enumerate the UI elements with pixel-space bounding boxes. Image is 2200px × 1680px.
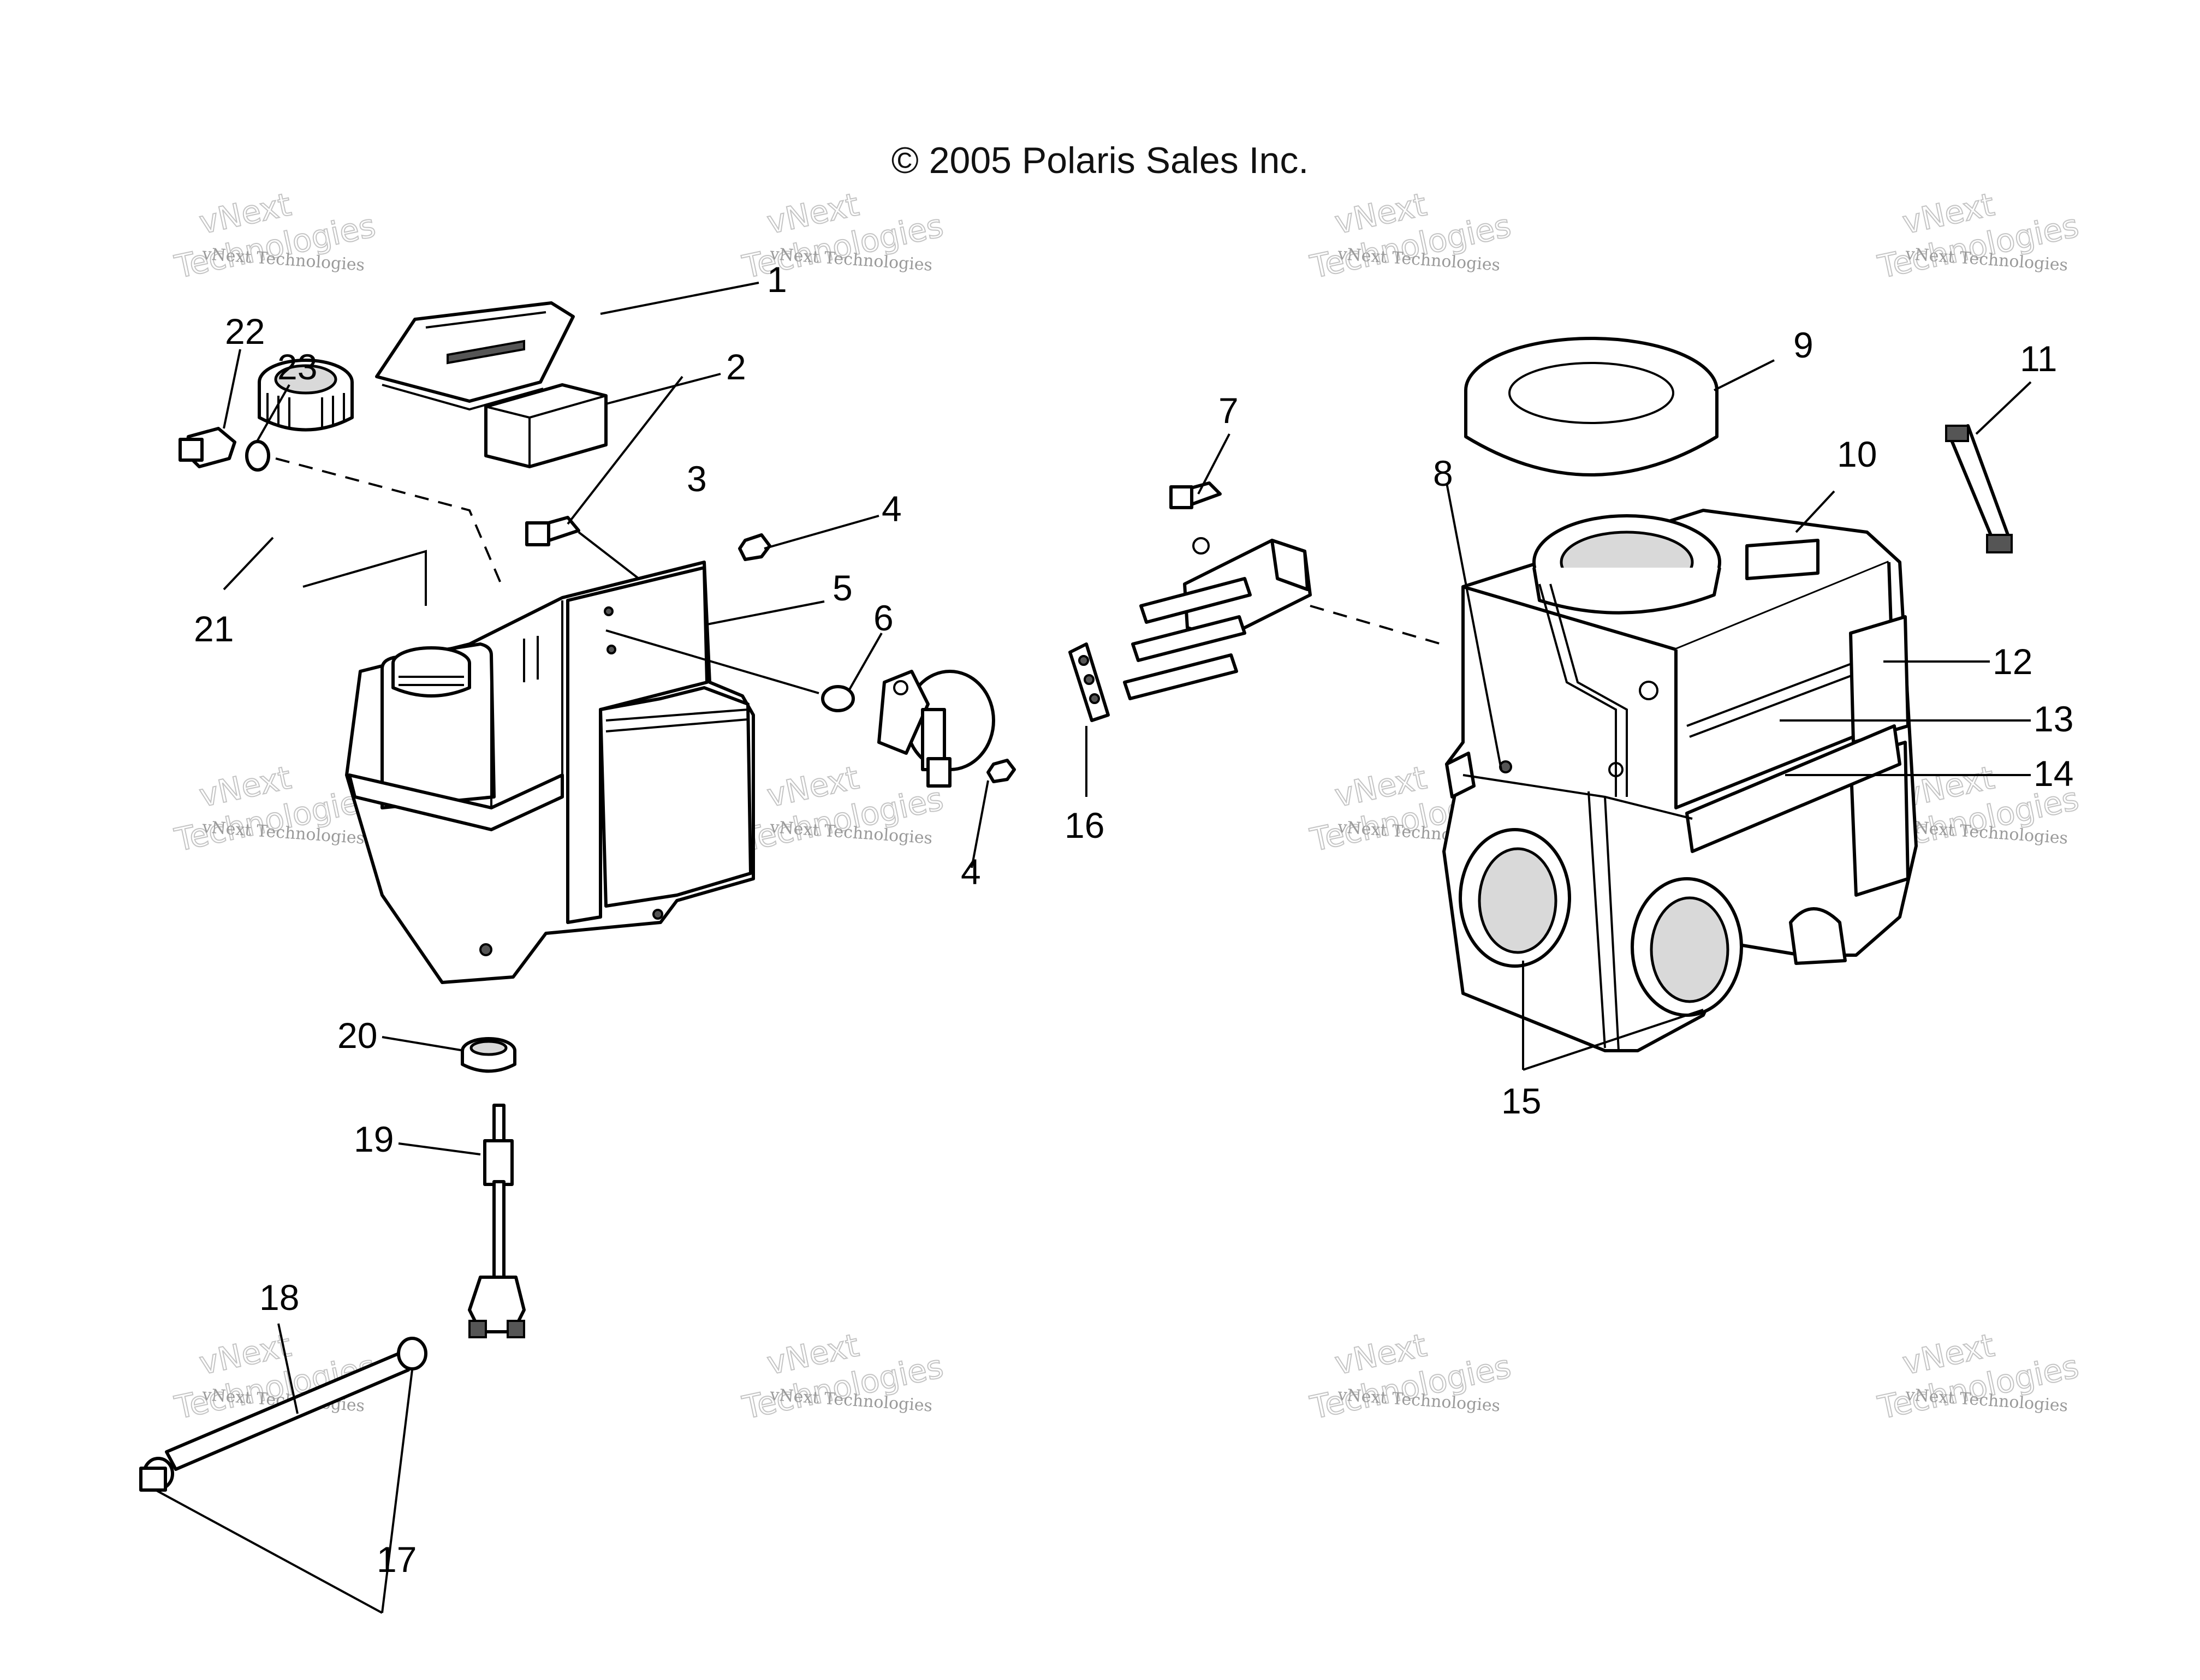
callout-16: 16: [1065, 805, 1104, 845]
part-5-oil-tank: [345, 561, 755, 984]
callout-3: 3: [687, 458, 707, 499]
callout-9: 9: [1793, 325, 1813, 365]
part-16-connector: [1068, 642, 1110, 722]
alignment-line-bracket: [1310, 605, 1442, 645]
callout-10: 10: [1837, 434, 1877, 474]
callout-20: 20: [337, 1015, 377, 1056]
part-6-grommet: [821, 685, 855, 712]
callout-21: 21: [194, 609, 234, 649]
callout-4b: 4: [961, 851, 981, 892]
airbox: [1442, 509, 1918, 1052]
callout-18: 18: [259, 1277, 299, 1318]
callout-7: 7: [1218, 390, 1239, 431]
part-2-foam-block: [484, 383, 608, 468]
part-1-tank-cover: [375, 301, 575, 411]
alignment-line-cap: [302, 550, 427, 606]
callout-6: 6: [873, 598, 894, 638]
part-17-clamp-right: [397, 1337, 427, 1371]
callout-2: 2: [726, 347, 746, 387]
callout-23: 23: [277, 347, 317, 387]
part-9-foam-ring: [1464, 337, 1719, 476]
part-19-level-sensor: [468, 1104, 526, 1338]
part-20-plug: [461, 1037, 516, 1073]
callout-17: 17: [377, 1539, 417, 1580]
part-11-strap: [1945, 424, 2013, 553]
callout-5: 5: [833, 568, 853, 608]
part-7-bolt: [1169, 481, 1222, 509]
callout-15: 15: [1501, 1081, 1541, 1121]
part-4-nut-upper: [738, 533, 771, 561]
callout-1: 1: [767, 259, 787, 300]
part-23-washer: [245, 440, 270, 472]
part-21-filler-cap: [258, 359, 354, 432]
callout-12: 12: [1993, 641, 2032, 682]
oil-pump: [877, 670, 995, 788]
part-4-nut-lower: [986, 759, 1016, 783]
part-22-bolt: [179, 427, 236, 468]
callout-8: 8: [1433, 453, 1453, 493]
callout-19: 19: [354, 1119, 394, 1159]
callout-14: 14: [2033, 753, 2073, 794]
callout-13: 13: [2033, 699, 2073, 739]
callout-11: 11: [2020, 338, 2058, 379]
mount-bracket: [1123, 537, 1312, 700]
part-17-clamp-left: [139, 1457, 174, 1492]
callout-labels: 1 2 3 4 4 5 6 7 8 9 10 11 12 13 14 15 16…: [194, 259, 2073, 1580]
alignment-line-6: [605, 629, 819, 694]
alignment-line-3: [578, 531, 640, 580]
callout-22: 22: [225, 311, 265, 352]
alignment-line-bolt: [275, 457, 503, 587]
copyright-notice: © 2005 Polaris Sales Inc.: [891, 140, 1309, 181]
callout-4: 4: [882, 488, 902, 529]
